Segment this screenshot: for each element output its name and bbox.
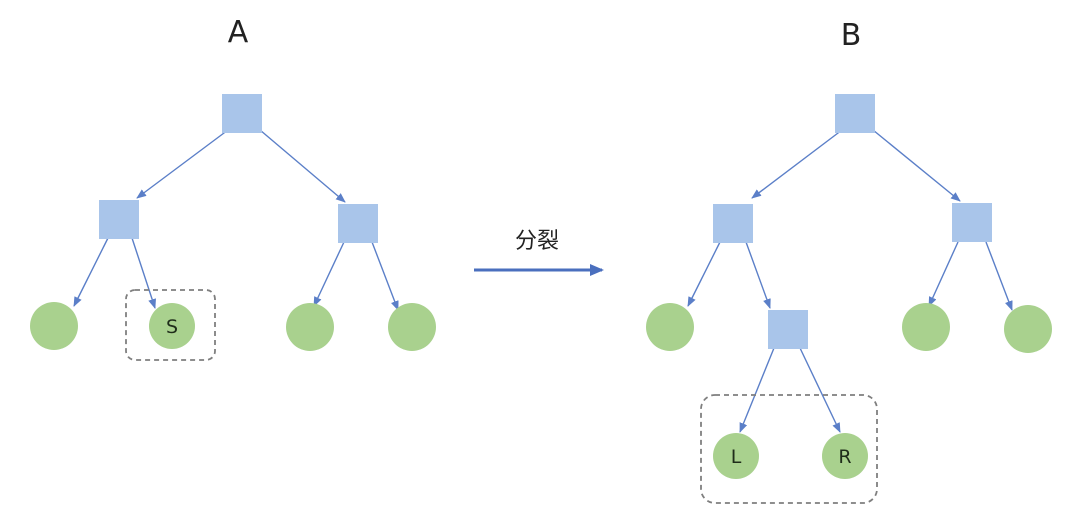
tree-a-edge-right-leaf4 [371,241,399,311]
tree-b-leaf-3 [902,303,950,351]
tree-a-edge-left-leaf1 [73,237,109,307]
tree-b-leaf-r [822,433,868,479]
tree-b-leaf-l-label: L [731,446,742,468]
tree-b-edge-left-mid [745,241,771,309]
tree-a-right-node [338,204,378,243]
tree-a-leaf-4 [388,303,436,351]
tree-b-edge-right-leaf3 [928,241,959,307]
tree-b-dashed-box [700,394,878,504]
tree-b-mid-node [768,310,808,349]
tree-b-edge-root-left [751,129,843,199]
split-arrow-label: 分裂 [515,229,559,254]
tree-a-leaf-s [149,303,195,349]
tree-a-left-node [99,200,139,239]
tree-b-edges [687,129,1013,433]
tree-a-leaf-s-label: S [166,316,178,338]
tree-b-right-node [952,203,992,242]
tree-b-leaf-r-label: R [838,446,851,468]
tree-a-dashed-box [125,289,216,361]
tree-b-edge-mid-l [739,347,775,433]
tree-a-edge-left-leafs [131,237,156,309]
tree-a-leaf-1 [30,302,78,350]
tree-b-leaf-l [713,433,759,479]
tree-a-edge-root-right [259,129,346,203]
tree-a-leaf-3 [286,303,334,351]
tree-b-edge-root-right [872,129,961,202]
tree-b-leaf-4 [1004,305,1052,353]
tree-b-edge-mid-r [799,347,841,433]
tree-b-leaf-1 [646,303,694,351]
tree-b-edge-left-leaf1 [687,241,721,307]
tree-a-title: A [228,15,249,50]
tree-a-edge-root-left [136,129,229,199]
tree-a-edges [73,129,399,311]
tree-b-root-node [835,94,875,133]
tree-a-root-node [222,94,262,133]
tree-b-left-node [713,204,753,243]
tree-a-edge-right-leaf3 [313,241,345,307]
tree-b-title: B [841,18,862,53]
tree-b-edge-right-leaf4 [985,241,1013,311]
